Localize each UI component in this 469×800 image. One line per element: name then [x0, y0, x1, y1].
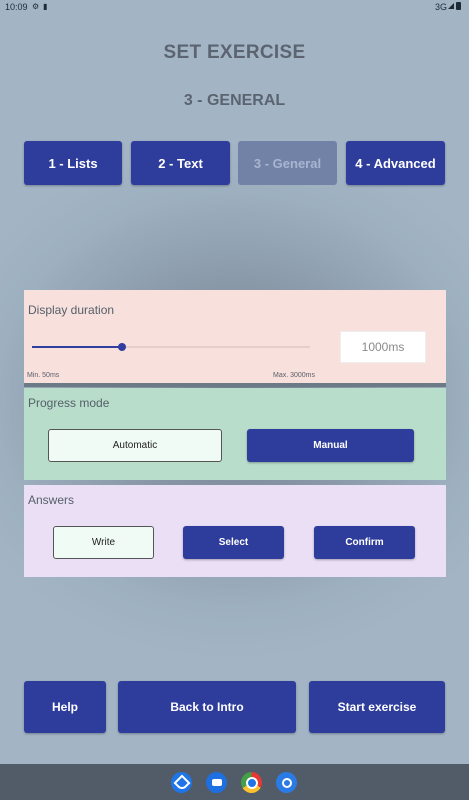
phone-icon[interactable] [171, 772, 192, 793]
messages-icon[interactable] [206, 772, 227, 793]
duration-slider-fill [32, 346, 122, 348]
answers-panel: Answers Write Select Confirm [24, 485, 446, 577]
signal-icon [448, 3, 454, 9]
panel-divider [24, 383, 446, 387]
progress-mode-panel: Progress mode Automatic Manual [24, 388, 446, 480]
status-bar: 10:09 ⚙ ▮ 3G [0, 0, 469, 14]
back-to-intro-button[interactable]: Back to Intro [118, 681, 296, 733]
display-duration-title: Display duration [28, 303, 115, 317]
manual-button[interactable]: Manual [247, 429, 414, 462]
tab-lists[interactable]: 1 - Lists [24, 141, 122, 185]
slider-min-label: Min. 50ms [27, 372, 60, 379]
tab-text[interactable]: 2 - Text [131, 141, 230, 185]
tab-advanced[interactable]: 4 - Advanced [346, 141, 445, 185]
automatic-button[interactable]: Automatic [48, 429, 222, 462]
slider-max-label: Max. 3000ms [273, 372, 316, 379]
chrome-icon[interactable] [241, 772, 262, 793]
select-button[interactable]: Select [183, 526, 284, 559]
progress-mode-title: Progress mode [28, 396, 110, 410]
settings-status-icon: ⚙ [32, 2, 40, 11]
page-subtitle: 3 - GENERAL [183, 92, 286, 109]
help-button[interactable]: Help [24, 681, 106, 733]
display-duration-panel: Display duration Min. 50ms Max. 3000ms 1… [24, 290, 446, 383]
confirm-button[interactable]: Confirm [314, 526, 415, 559]
duration-value-field[interactable]: 1000ms [340, 331, 426, 363]
tab-general: 3 - General [238, 141, 337, 185]
sim-status-icon: ▮ [43, 2, 48, 11]
duration-slider-thumb[interactable] [118, 343, 126, 351]
duration-slider[interactable] [32, 343, 310, 351]
network-type: 3G [434, 2, 447, 12]
status-time: 10:09 [5, 2, 28, 12]
page-title: SET EXERCISE [163, 42, 306, 63]
navigation-bar [0, 764, 469, 800]
battery-icon [456, 2, 461, 10]
write-button[interactable]: Write [53, 526, 154, 559]
start-exercise-button[interactable]: Start exercise [309, 681, 445, 733]
answers-title: Answers [28, 493, 75, 507]
camera-icon[interactable] [276, 772, 297, 793]
